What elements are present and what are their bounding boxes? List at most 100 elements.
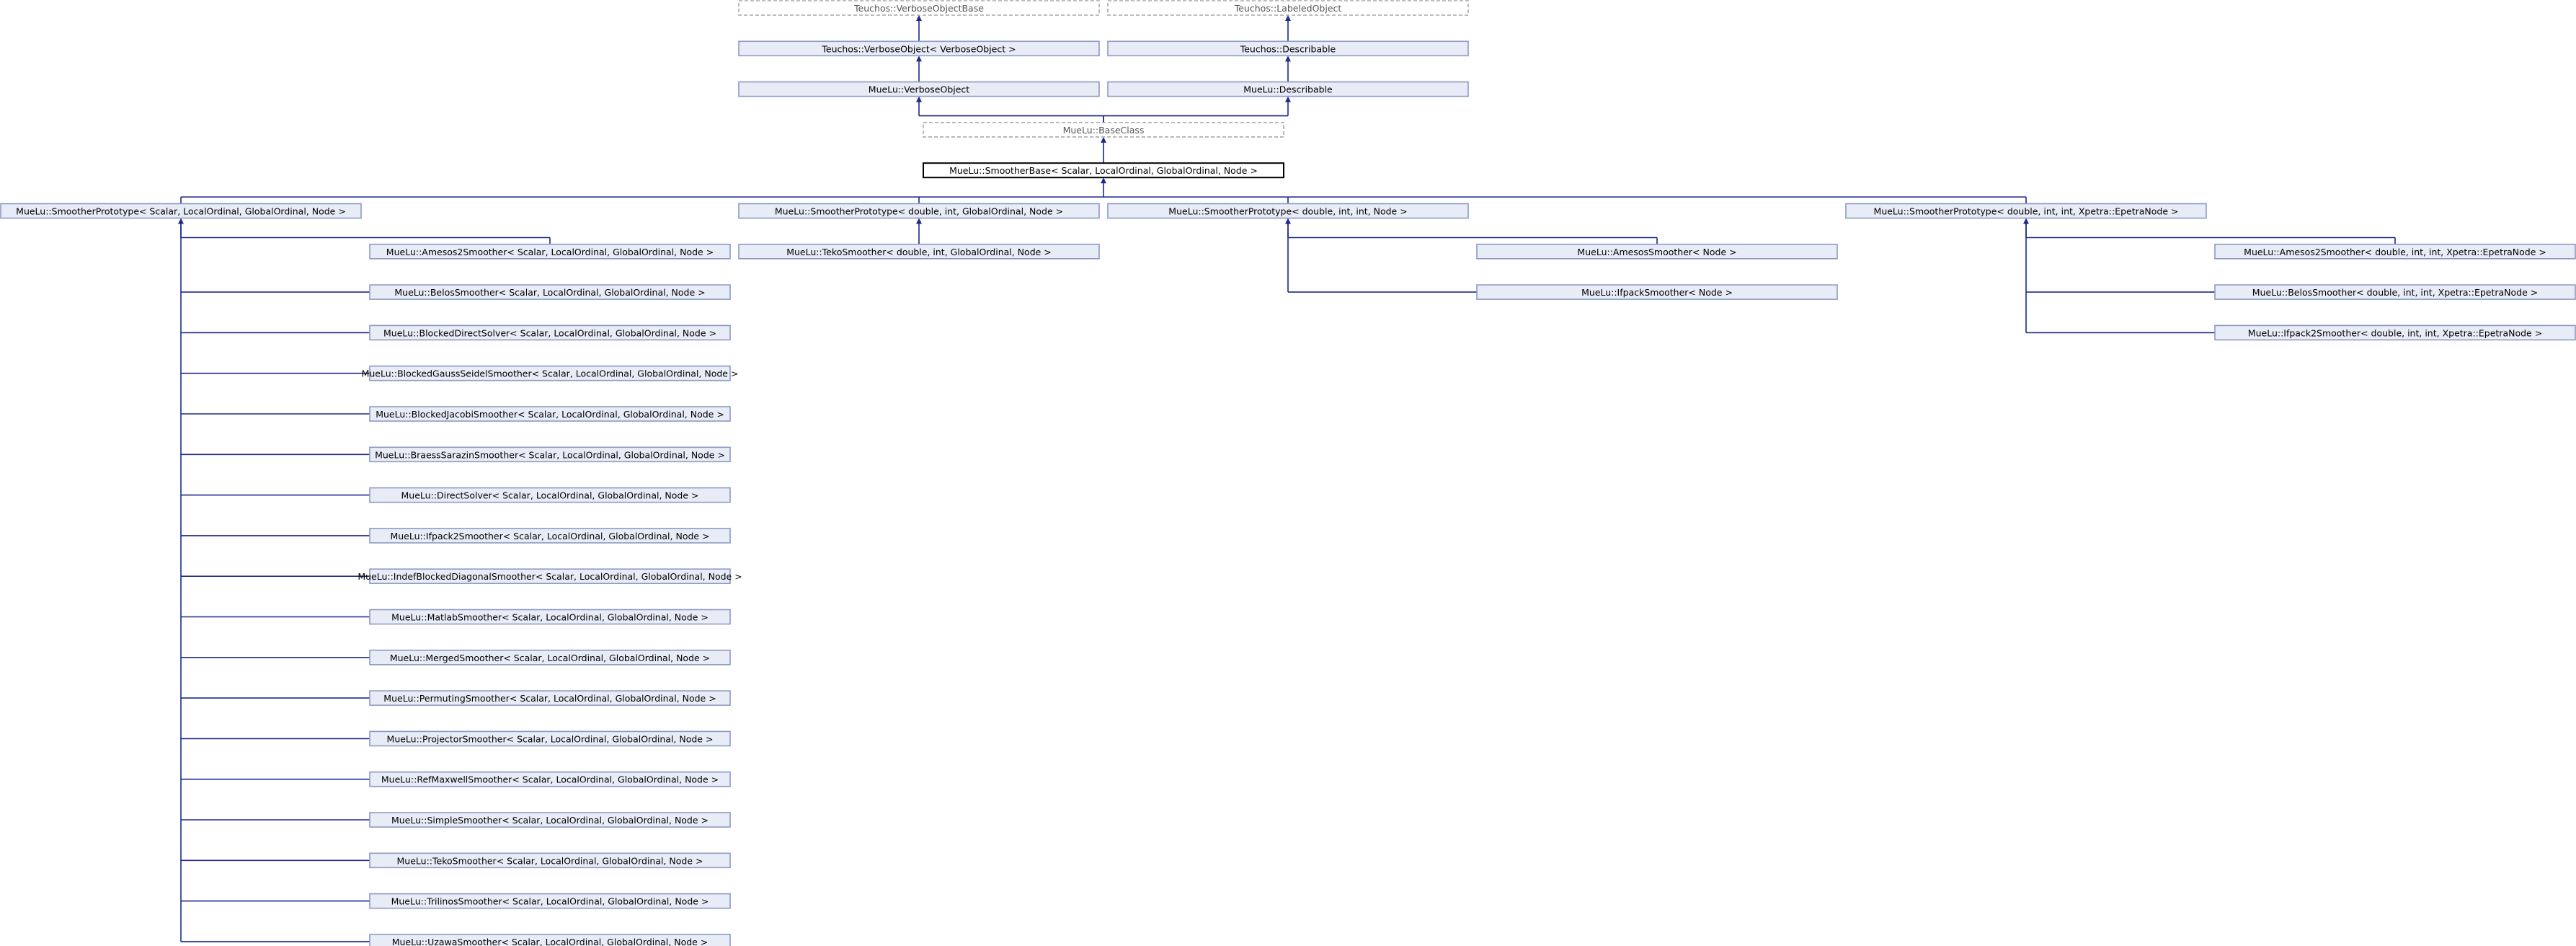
class-box	[2214, 284, 2576, 300]
class-node-c-amesos2[interactable]: MueLu::Amesos2Smoother< Scalar, LocalOrd…	[369, 243, 731, 260]
inheritance-arrow	[1285, 56, 1291, 62]
class-box	[369, 893, 731, 909]
class-label: MueLu::BraessSarazinSmoother< Scalar, Lo…	[375, 449, 725, 460]
class-label: Teuchos::VerboseObject< VerboseObject >	[821, 43, 1016, 54]
inheritance-arrow	[916, 15, 922, 21]
class-node-proto-generic[interactable]: MueLu::SmootherPrototype< Scalar, LocalO…	[0, 203, 362, 219]
class-label: Teuchos::VerboseObjectBase	[853, 3, 984, 14]
class-box	[1107, 0, 1469, 16]
class-label: MueLu::TekoSmoother< Scalar, LocalOrdina…	[397, 855, 703, 866]
class-box	[2214, 243, 2576, 260]
class-node-c-permuting[interactable]: MueLu::PermutingSmoother< Scalar, LocalO…	[369, 690, 731, 706]
class-label: MueLu::UzawaSmoother< Scalar, LocalOrdin…	[392, 937, 709, 946]
class-box	[738, 0, 1100, 16]
class-node-c-trilinos[interactable]: MueLu::TrilinosSmoother< Scalar, LocalOr…	[369, 893, 731, 909]
class-box	[369, 528, 731, 544]
class-node-teuchos-verbose-object[interactable]: Teuchos::VerboseObject< VerboseObject >	[738, 40, 1100, 57]
class-box	[369, 568, 731, 585]
class-box	[1476, 284, 1838, 300]
class-box	[369, 730, 731, 747]
class-node-amesos-node[interactable]: MueLu::AmesosSmoother< Node >	[1476, 243, 1838, 260]
class-node-c-blocked-direct[interactable]: MueLu::BlockedDirectSolver< Scalar, Loca…	[369, 324, 731, 341]
class-box	[738, 40, 1100, 57]
class-label: MueLu::Describable	[1243, 84, 1333, 95]
class-label: MueLu::SmootherPrototype< Scalar, LocalO…	[16, 206, 346, 217]
class-label: MueLu::SmootherPrototype< double, int, i…	[1168, 206, 1407, 217]
class-node-c-merged[interactable]: MueLu::MergedSmoother< Scalar, LocalOrdi…	[369, 649, 731, 666]
class-box	[369, 771, 731, 787]
class-node-muelu-describable[interactable]: MueLu::Describable	[1107, 81, 1469, 97]
class-node-c-ifpack2[interactable]: MueLu::Ifpack2Smoother< Scalar, LocalOrd…	[369, 528, 731, 544]
class-box	[923, 122, 1284, 138]
class-label: MueLu::SimpleSmoother< Scalar, LocalOrdi…	[391, 815, 709, 826]
class-box	[369, 243, 731, 260]
class-box	[2214, 324, 2576, 341]
class-node-c-projector[interactable]: MueLu::ProjectorSmoother< Scalar, LocalO…	[369, 730, 731, 747]
class-label: MueLu::BelosSmoother< Scalar, LocalOrdin…	[394, 287, 705, 298]
class-node-c-braess[interactable]: MueLu::BraessSarazinSmoother< Scalar, Lo…	[369, 446, 731, 463]
class-label: MueLu::SmootherPrototype< double, int, G…	[775, 206, 1063, 217]
class-label: MueLu::BlockedDirectSolver< Scalar, Loca…	[383, 327, 716, 338]
class-node-c-direct[interactable]: MueLu::DirectSolver< Scalar, LocalOrdina…	[369, 487, 731, 503]
class-node-c-blocked-gs[interactable]: MueLu::BlockedGaussSeidelSmoother< Scala…	[362, 365, 739, 381]
inheritance-arrow	[1101, 177, 1106, 184]
class-node-ifpack2-epetra[interactable]: MueLu::Ifpack2Smoother< double, int, int…	[2214, 324, 2576, 341]
inheritance-arrow	[1285, 15, 1291, 21]
class-box	[369, 487, 731, 503]
inheritance-arrow	[916, 96, 922, 102]
class-node-muelu-verbose-object[interactable]: MueLu::VerboseObject	[738, 81, 1100, 97]
class-box	[1107, 81, 1469, 97]
class-box	[1107, 40, 1469, 57]
class-node-smoother-base[interactable]: MueLu::SmootherBase< Scalar, LocalOrdina…	[923, 162, 1284, 179]
class-label: MueLu::SmootherBase< Scalar, LocalOrdina…	[949, 165, 1258, 176]
class-node-c-indef[interactable]: MueLu::IndefBlockedDiagonalSmoother< Sca…	[357, 568, 742, 585]
class-label: MueLu::PermutingSmoother< Scalar, LocalO…	[383, 693, 716, 704]
class-node-c-simple[interactable]: MueLu::SimpleSmoother< Scalar, LocalOrdi…	[369, 812, 731, 828]
class-label: MueLu::TekoSmoother< double, int, Global…	[786, 247, 1052, 257]
class-label: MueLu::TrilinosSmoother< Scalar, LocalOr…	[391, 896, 709, 907]
inheritance-arrow	[1101, 136, 1106, 143]
class-box	[369, 690, 731, 706]
class-node-c-teko[interactable]: MueLu::TekoSmoother< Scalar, LocalOrdina…	[369, 852, 731, 869]
class-label: MueLu::BlockedGaussSeidelSmoother< Scala…	[362, 368, 739, 379]
edge-layer	[178, 15, 2396, 942]
class-node-teko-double[interactable]: MueLu::TekoSmoother< double, int, Global…	[738, 243, 1100, 260]
class-node-c-matlab[interactable]: MueLu::MatlabSmoother< Scalar, LocalOrdi…	[369, 609, 731, 625]
class-node-c-refmaxwell[interactable]: MueLu::RefMaxwellSmoother< Scalar, Local…	[369, 771, 731, 787]
class-node-c-belos[interactable]: MueLu::BelosSmoother< Scalar, LocalOrdin…	[369, 284, 731, 300]
class-node-proto-epetra[interactable]: MueLu::SmootherPrototype< double, int, i…	[1845, 203, 2207, 219]
class-label: MueLu::Ifpack2Smoother< double, int, int…	[2248, 327, 2542, 338]
class-node-base-class[interactable]: MueLu::BaseClass	[923, 122, 1284, 138]
class-node-amesos2-epetra[interactable]: MueLu::Amesos2Smoother< double, int, int…	[2214, 243, 2576, 260]
class-label: MueLu::DirectSolver< Scalar, LocalOrdina…	[401, 490, 698, 501]
class-label: Teuchos::LabeledObject	[1234, 3, 1342, 14]
class-box	[369, 446, 731, 463]
inheritance-arrow	[916, 56, 922, 62]
class-box	[369, 649, 731, 666]
class-node-verbose-object-base[interactable]: Teuchos::VerboseObjectBase	[738, 0, 1100, 16]
inheritance-arrow	[1285, 96, 1291, 102]
class-label: Teuchos::Describable	[1240, 43, 1336, 54]
class-box	[1107, 203, 1469, 219]
class-node-proto-double-int-global[interactable]: MueLu::SmootherPrototype< double, int, G…	[738, 203, 1100, 219]
class-label: MueLu::ProjectorSmoother< Scalar, LocalO…	[387, 733, 714, 744]
class-node-labeled-object[interactable]: Teuchos::LabeledObject	[1107, 0, 1469, 16]
class-node-belos-epetra[interactable]: MueLu::BelosSmoother< double, int, int, …	[2214, 284, 2576, 300]
class-box	[369, 812, 731, 828]
class-label: MueLu::AmesosSmoother< Node >	[1577, 247, 1736, 257]
class-node-c-blocked-jacobi[interactable]: MueLu::BlockedJacobiSmoother< Scalar, Lo…	[369, 406, 731, 422]
class-node-teuchos-describable[interactable]: Teuchos::Describable	[1107, 40, 1469, 57]
class-box	[369, 934, 731, 946]
class-node-proto-double-int-int[interactable]: MueLu::SmootherPrototype< double, int, i…	[1107, 203, 1469, 219]
class-node-c-uzawa[interactable]: MueLu::UzawaSmoother< Scalar, LocalOrdin…	[369, 934, 731, 946]
class-label: MueLu::Amesos2Smoother< Scalar, LocalOrd…	[386, 247, 714, 257]
inheritance-arrow	[916, 218, 922, 224]
class-label: MueLu::BelosSmoother< double, int, int, …	[2252, 287, 2539, 298]
class-box	[369, 609, 731, 625]
class-label: MueLu::Amesos2Smoother< double, int, int…	[2244, 247, 2546, 257]
class-label: MueLu::VerboseObject	[869, 84, 969, 95]
class-node-ifpack-node[interactable]: MueLu::IfpackSmoother< Node >	[1476, 284, 1838, 300]
class-box	[369, 406, 731, 422]
